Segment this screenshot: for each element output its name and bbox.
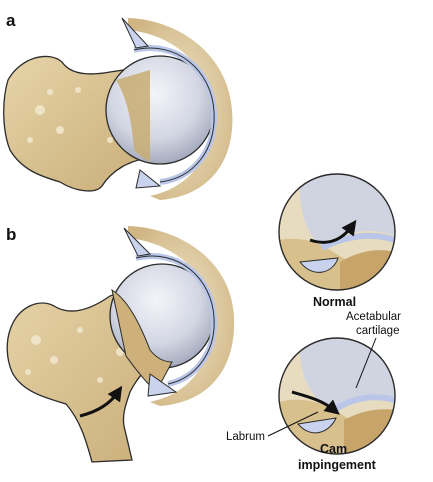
label-acetabular: Acetabular [346, 311, 401, 323]
label-cartilage: cartilage [356, 325, 399, 337]
panel-a-labrum-bottom [135, 169, 162, 189]
panel-b-labrum-bottom [147, 373, 178, 397]
panel-b-illustration [6, 226, 235, 463]
inset-cam-caption-line2: impingement [298, 458, 377, 472]
leader-acetabular-cartilage [355, 337, 377, 389]
panel-a-labrum-top [121, 17, 149, 49]
panel-letter-a: a [6, 11, 16, 30]
inset-cam [278, 337, 396, 455]
label-labrum: Labrum [226, 431, 265, 443]
inset-cam-caption-line1: Cam [320, 442, 347, 456]
panel-a-head-neck-junction [116, 70, 150, 162]
panel-b-labrum-top [123, 227, 152, 257]
panel-letter-b: b [6, 225, 16, 244]
panel-b-motion-arrow [79, 385, 123, 418]
panel-a-illustration [3, 17, 233, 200]
inset-normal-caption: Normal [313, 295, 356, 309]
panel-b-acetabulum [128, 226, 235, 406]
inset-normal [278, 173, 396, 291]
panel-b-cam-bump [111, 288, 173, 393]
leader-labrum [267, 411, 319, 437]
